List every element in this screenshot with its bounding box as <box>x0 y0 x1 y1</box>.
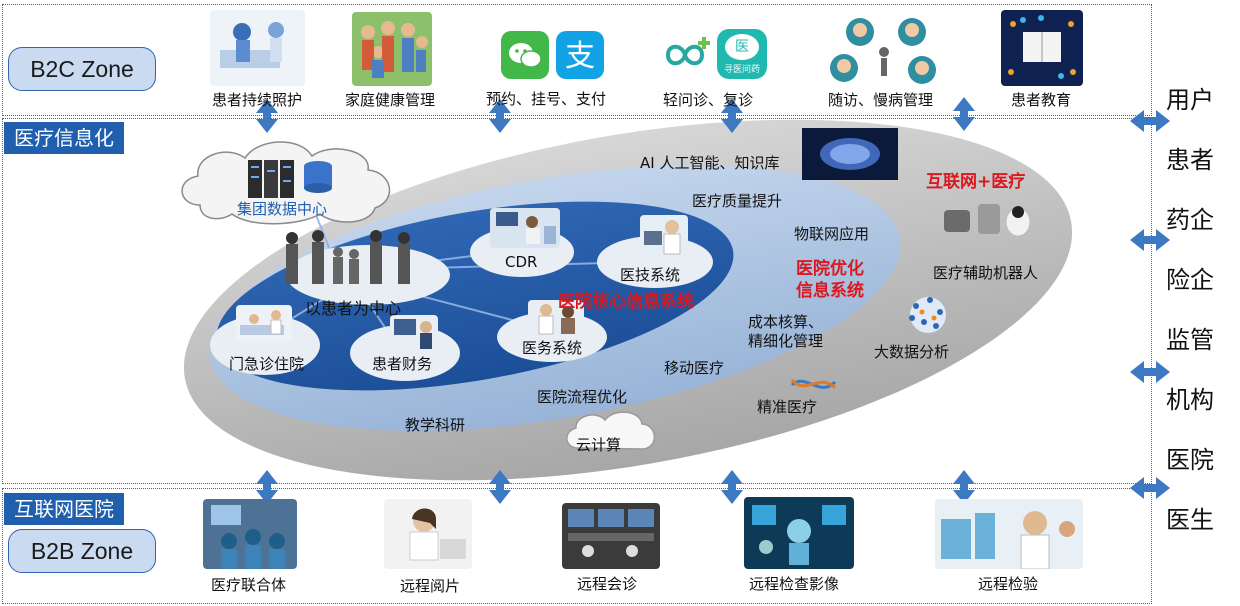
xunyi-app-text: 寻医问药 <box>723 65 760 75</box>
optimization-label-2: 信息系统 <box>796 281 864 301</box>
quality-label: 医疗质量提升 <box>692 192 783 210</box>
cloud-label: 云计算 <box>576 436 622 454</box>
optimization-label-1: 医院优化 <box>796 259 864 279</box>
big-data-icon <box>909 297 946 333</box>
b2b-zone-frame <box>2 488 1152 604</box>
xunyi-app-char: 医 <box>725 34 759 60</box>
xunyi-app-icon: 医 寻医问药 <box>717 29 767 79</box>
remote-lab-image <box>935 499 1083 569</box>
right-label-insurance: 险企 <box>1166 266 1214 294</box>
outpatient-image <box>236 305 292 341</box>
affairs-label: 医务系统 <box>522 339 583 357</box>
internet-plus-label: 互联网+医疗 <box>926 172 1026 192</box>
remote-imaging-image <box>744 497 854 569</box>
cdr-image <box>490 208 560 248</box>
finance-image <box>390 315 438 351</box>
robot-label: 医疗辅助机器人 <box>933 264 1039 282</box>
remote-consult-image <box>562 503 660 569</box>
b2c-zone-label: B2C Zone <box>8 47 156 91</box>
tech-system-image <box>640 215 688 257</box>
remote-reading-image <box>384 499 472 569</box>
family-health-image <box>352 12 432 86</box>
finance-label: 患者财务 <box>372 355 433 373</box>
b2c-item-education: 患者教育 <box>1011 91 1072 109</box>
right-label-regulator: 监管 <box>1166 326 1214 354</box>
b2b-item-alliance: 医疗联合体 <box>211 576 287 594</box>
core-system-label: 医院核心信息系统 <box>558 292 694 312</box>
b2c-zone-frame <box>2 4 1152 116</box>
b2c-item-followup: 随访、慢病管理 <box>828 91 934 109</box>
server-icon <box>248 160 332 198</box>
b2c-item-booking: 预约、挂号、支付 <box>486 90 607 108</box>
medical-it-frame <box>2 118 1152 484</box>
big-data-label: 大数据分析 <box>874 343 950 361</box>
b2b-zone-label: B2B Zone <box>8 529 156 573</box>
teaching-label: 教学科研 <box>405 416 466 434</box>
right-label-institution: 机构 <box>1166 386 1214 414</box>
svg-text:支: 支 <box>565 39 595 74</box>
patient-education-image <box>1001 10 1083 86</box>
b2b-item-imaging: 远程检查影像 <box>749 575 840 593</box>
cloud-computing-icon <box>566 411 655 450</box>
robot-icon <box>944 204 1031 237</box>
data-center-label: 集团数据中心 <box>237 200 328 218</box>
wechat-icon <box>501 31 549 79</box>
b2c-item-patient-care: 患者持续照护 <box>212 91 303 109</box>
right-label-patient: 患者 <box>1166 146 1214 174</box>
cost-label-2: 精细化管理 <box>748 332 824 350</box>
mobile-label: 移动医疗 <box>664 359 725 377</box>
iot-label: 物联网应用 <box>794 225 870 243</box>
right-label-hospital: 医院 <box>1166 446 1214 474</box>
ai-label: AI 人工智能、知识库 <box>640 154 780 172</box>
b2c-item-family-health: 家庭健康管理 <box>345 91 436 109</box>
right-label-user: 用户 <box>1166 86 1214 114</box>
process-label: 医院流程优化 <box>537 388 628 406</box>
cost-label-1: 成本核算、 <box>748 313 824 331</box>
medical-it-tag: 医疗信息化 <box>4 122 124 154</box>
alipay-icon: 支 <box>556 31 604 79</box>
b2c-item-consult: 轻问诊、复诊 <box>663 91 754 109</box>
dna-icon <box>790 378 837 390</box>
tech-system-label: 医技系统 <box>620 266 681 284</box>
consult-logo-icon <box>660 36 710 74</box>
patient-care-image <box>210 10 305 86</box>
internet-hospital-tag: 互联网医院 <box>4 493 124 525</box>
vertical-arrows <box>256 97 975 504</box>
patient-center-label: 以患者为中心 <box>305 299 402 318</box>
patients-group-image <box>278 228 418 288</box>
affairs-image <box>528 300 584 336</box>
outpatient-label: 门急诊住院 <box>229 355 305 373</box>
b2b-item-lab: 远程检验 <box>978 575 1039 593</box>
right-label-pharma: 药企 <box>1166 206 1214 234</box>
precision-label: 精准医疗 <box>757 398 818 416</box>
right-label-doctor: 医生 <box>1166 506 1214 534</box>
medical-alliance-image <box>203 499 297 569</box>
horizontal-arrows <box>1130 110 1170 499</box>
followup-doctors-image <box>826 12 941 84</box>
b2b-item-consult: 远程会诊 <box>577 575 638 593</box>
cdr-label: CDR <box>505 253 538 271</box>
b2b-item-reading: 远程阅片 <box>400 577 461 595</box>
